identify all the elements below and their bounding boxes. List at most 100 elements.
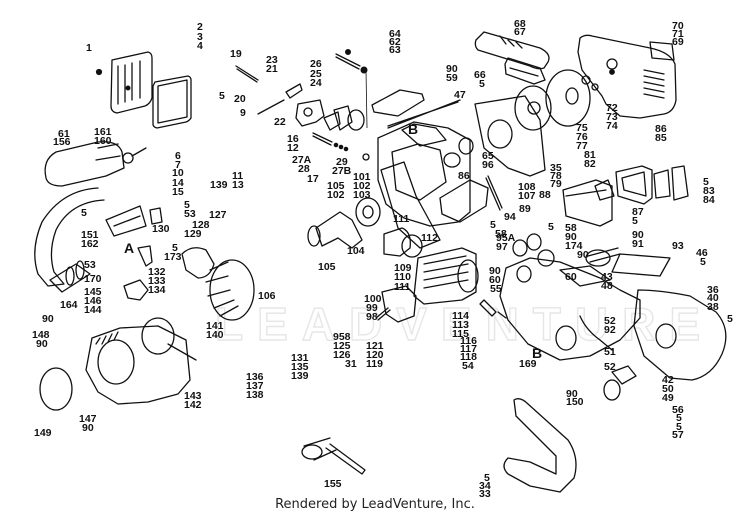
part-label-90[interactable]: 90 [42, 313, 54, 325]
part-label-58[interactable]: 58 [565, 222, 577, 234]
part-label-54[interactable]: 54 [462, 360, 474, 372]
part-label-86[interactable]: 86 [655, 123, 667, 135]
part-label-173[interactable]: 173 [164, 251, 182, 263]
part-label-958[interactable]: 958 [333, 331, 351, 343]
part-label-24[interactable]: 24 [310, 77, 322, 89]
part-label-86[interactable]: 86 [458, 170, 470, 182]
part-label-156[interactable]: 156 [53, 136, 71, 148]
part-label-151[interactable]: 151 [81, 229, 99, 241]
part-label-79[interactable]: 79 [550, 178, 562, 190]
part-label-5[interactable]: 5 [184, 199, 190, 211]
part-label-5[interactable]: 5 [219, 90, 225, 102]
part-label-155[interactable]: 155 [324, 478, 342, 490]
part-label-141[interactable]: 141 [206, 320, 224, 332]
part-label-127[interactable]: 127 [209, 209, 227, 221]
part-label-126[interactable]: 126 [333, 349, 351, 361]
part-label-100[interactable]: 100 [364, 293, 382, 305]
part-label-91[interactable]: 91 [632, 238, 644, 250]
part-label-111[interactable]: 111 [393, 213, 410, 225]
part-label-21[interactable]: 21 [266, 63, 278, 75]
part-label-114[interactable]: 114 [452, 310, 469, 322]
part-label-140[interactable]: 140 [206, 329, 224, 341]
part-label-2[interactable]: 2 [197, 21, 203, 33]
part-label-139[interactable]: 139 [291, 370, 309, 382]
part-label-62[interactable]: 62 [389, 36, 401, 48]
part-label-38[interactable]: 38 [707, 301, 719, 313]
part-label-5[interactable]: 5 [548, 221, 554, 233]
part-label-119[interactable]: 119 [366, 358, 383, 370]
part-label-15[interactable]: 15 [172, 186, 184, 198]
part-label-110[interactable]: 110 [394, 271, 411, 283]
part-label-5[interactable]: 5 [676, 412, 682, 424]
part-label-56[interactable]: 56 [672, 404, 684, 416]
part-label-76[interactable]: 76 [576, 131, 588, 143]
part-label-105[interactable]: 105 [318, 261, 336, 273]
part-label-125[interactable]: 125 [333, 340, 351, 352]
part-label-25[interactable]: 25 [310, 68, 322, 80]
part-label-145[interactable]: 145 [84, 286, 102, 298]
part-label-118[interactable]: 118 [460, 351, 477, 363]
part-label-47[interactable]: 47 [454, 89, 466, 101]
part-label-66[interactable]: 66 [474, 69, 486, 81]
part-label-73[interactable]: 73 [606, 111, 618, 123]
part-label-135[interactable]: 135 [291, 361, 309, 373]
part-label-5[interactable]: 5 [479, 78, 485, 90]
part-label-85[interactable]: 85 [655, 132, 667, 144]
part-label-69[interactable]: 69 [672, 36, 684, 48]
part-label-88[interactable]: 88 [539, 189, 551, 201]
part-label-174[interactable]: 174 [565, 240, 583, 252]
part-label-164[interactable]: 164 [60, 299, 78, 311]
part-label-115[interactable]: 115 [452, 328, 469, 340]
part-label-5[interactable]: 5 [490, 219, 496, 231]
part-label-104[interactable]: 104 [347, 245, 365, 257]
part-label-61[interactable]: 61 [58, 128, 70, 140]
part-label-78[interactable]: 78 [550, 170, 562, 182]
part-label-67[interactable]: 67 [514, 26, 526, 38]
part-label-107[interactable]: 107 [518, 190, 536, 202]
part-label-144[interactable]: 144 [84, 304, 102, 316]
part-label-112[interactable]: 112 [421, 232, 438, 244]
part-label-161[interactable]: 161 [94, 126, 112, 138]
part-label-95a[interactable]: 95A [496, 232, 516, 244]
part-label-138[interactable]: 138 [246, 389, 264, 401]
part-label-29[interactable]: 29 [336, 156, 348, 168]
part-label-102[interactable]: 102 [327, 189, 345, 201]
part-label-109[interactable]: 109 [394, 262, 412, 274]
part-label-84[interactable]: 84 [703, 194, 715, 206]
part-label-5[interactable]: 5 [700, 256, 706, 268]
part-label-53[interactable]: 53 [84, 259, 96, 271]
part-label-121[interactable]: 121 [366, 340, 384, 352]
part-label-90[interactable]: 90 [566, 388, 578, 400]
part-label-68[interactable]: 68 [514, 18, 526, 30]
part-label-22[interactable]: 22 [274, 116, 286, 128]
part-label-170[interactable]: 170 [84, 273, 102, 285]
part-label-132[interactable]: 132 [148, 266, 166, 278]
part-label-77[interactable]: 77 [576, 140, 588, 152]
part-label-71[interactable]: 71 [672, 28, 684, 40]
part-label-49[interactable]: 49 [662, 392, 674, 404]
part-label-46[interactable]: 46 [696, 247, 708, 259]
part-label-58[interactable]: 58 [495, 228, 507, 240]
part-label-131[interactable]: 131 [291, 352, 309, 364]
part-label-128[interactable]: 128 [192, 219, 210, 231]
part-label-34[interactable]: 34 [479, 480, 491, 492]
part-label-4[interactable]: 4 [197, 40, 203, 52]
part-label-143[interactable]: 143 [184, 390, 202, 402]
part-label-134[interactable]: 134 [148, 284, 166, 296]
part-label-90[interactable]: 90 [446, 63, 458, 75]
part-label-75[interactable]: 75 [576, 122, 588, 134]
part-label-116[interactable]: 116 [460, 335, 477, 347]
part-label-9[interactable]: 9 [240, 107, 246, 119]
part-label-60[interactable]: 60 [565, 271, 577, 283]
part-label-42[interactable]: 42 [662, 374, 674, 386]
part-label-3[interactable]: 3 [197, 31, 203, 43]
part-label-87[interactable]: 87 [632, 206, 644, 218]
part-label-113[interactable]: 113 [452, 319, 469, 331]
part-label-11[interactable]: 11 [232, 170, 243, 182]
part-label-74[interactable]: 74 [606, 120, 618, 132]
part-label-16[interactable]: 16 [287, 133, 299, 145]
part-label-10[interactable]: 10 [172, 167, 184, 179]
part-label-57[interactable]: 57 [672, 429, 684, 441]
part-label-120[interactable]: 120 [366, 349, 384, 361]
part-label-82[interactable]: 82 [584, 158, 596, 170]
